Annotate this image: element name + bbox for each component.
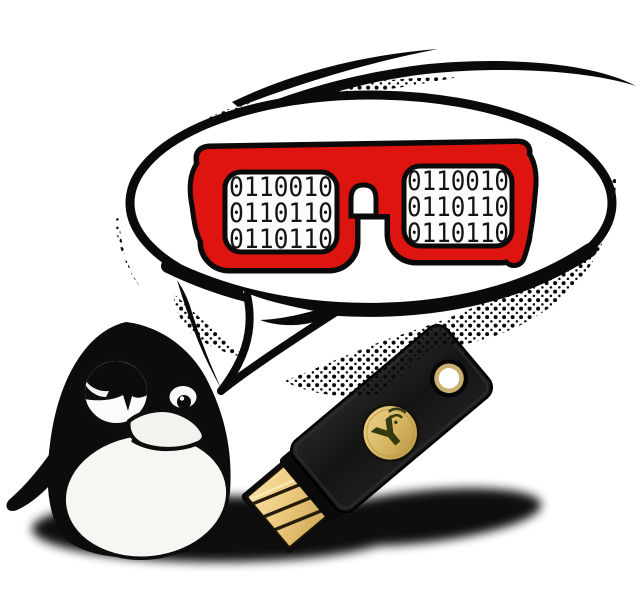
- glasses-bridge-arch: [348, 182, 379, 219]
- bubble-bottom-stroke: [161, 243, 597, 317]
- right-lens: [401, 163, 515, 249]
- penguin-beak: [126, 408, 206, 452]
- wireless-arcs-icon: [388, 407, 407, 424]
- binary-line: 0110110: [407, 192, 509, 223]
- right-lens-binary: 0110010 0110110 0110110: [407, 166, 509, 249]
- penguin: [6, 322, 231, 561]
- usb-connector: [241, 458, 335, 553]
- binary-line: 0110010: [229, 172, 333, 203]
- usb-contact-divider: [273, 507, 327, 532]
- binary-line: 0110110: [229, 198, 333, 229]
- bubble-tail: [177, 280, 340, 395]
- usb-contact-divider: [252, 481, 305, 506]
- speech-bubble: 0110010 0110110 0110110 0110010 0110110 …: [115, 49, 636, 397]
- usb-contact-divider: [263, 494, 316, 519]
- usb-collar: [279, 449, 344, 522]
- yubikey: Y: [241, 324, 493, 553]
- left-lens: [222, 169, 340, 255]
- yubico-logo: Y: [361, 403, 420, 463]
- penguin-big-eye: [79, 355, 153, 429]
- binary-line: 0110110: [229, 224, 333, 255]
- penguin-left-flipper: [6, 422, 78, 511]
- binary-line: 0110110: [407, 218, 509, 249]
- binary-line: 0110010: [407, 166, 509, 197]
- binary-glasses: 0110010 0110110 0110110 0110010 0110110 …: [187, 138, 539, 274]
- keyring-hole: [430, 359, 469, 398]
- penguin-small-eye: [164, 381, 202, 413]
- left-lens-binary: 0110010 0110110 0110110: [229, 172, 333, 255]
